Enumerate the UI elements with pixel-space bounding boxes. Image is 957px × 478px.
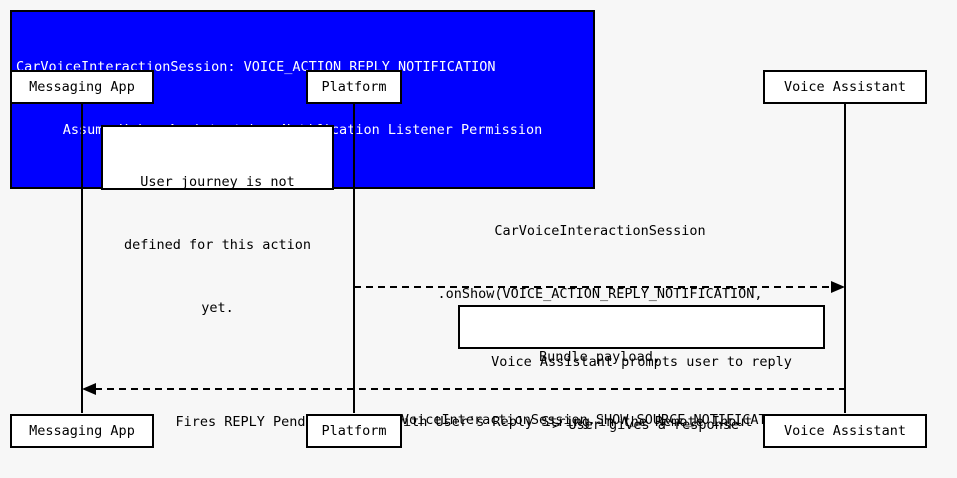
participant-label: Messaging App [29,78,135,95]
participant-messaging-app-bottom[interactable]: Messaging App [10,414,154,448]
lifeline-platform [353,103,355,413]
participant-label: Messaging App [29,422,135,439]
participant-label: Voice Assistant [784,78,906,95]
note-voice-prompt: Voice Assistant prompts user to reply ->… [458,305,825,433]
message-label-line-2: .onShow(VOICE_ACTION_REPLY_NOTIFICATION, [437,286,763,302]
message-reply-pending-intent-arrow [82,383,846,395]
message-onshow-label: CarVoiceInteractionSession .onShow(VOICE… [356,179,844,473]
note-line-1: User journey is not [140,174,295,190]
message-onshow-arrow [354,281,845,293]
lifeline-voice-assistant [844,103,846,413]
note-user-journey: User journey is not defined for this act… [101,125,334,316]
message-label-line-1: Fires REPLY Pending Intent with User's R… [175,414,753,430]
note-line-3: yet. [201,300,234,316]
participant-voice-assistant-top[interactable]: Voice Assistant [763,70,927,104]
message-label-line-4: VoiceInteractionSession.SHOW_SOURCE_NOTI… [400,412,800,428]
participant-label: Platform [321,422,387,439]
note-line-1: Voice Assistant prompts user to reply [491,354,792,370]
participant-platform-top[interactable]: Platform [306,70,402,104]
lifeline-messaging-app [81,103,83,413]
message-label-line-3: Bundle payload, [539,349,661,365]
participant-voice-assistant-bottom[interactable]: Voice Assistant [763,414,927,448]
message-label-line-1: CarVoiceInteractionSession [494,223,706,239]
message-reply-arrowhead-icon [82,383,96,395]
message-onshow-arrowhead-icon [831,281,845,293]
participant-messaging-app-top[interactable]: Messaging App [10,70,154,104]
note-line-2: defined for this action [124,237,311,253]
participant-platform-bottom[interactable]: Platform [306,414,402,448]
participant-label: Voice Assistant [784,422,906,439]
note-line-2: -> User gives a response [543,417,740,433]
participant-label: Platform [321,78,387,95]
